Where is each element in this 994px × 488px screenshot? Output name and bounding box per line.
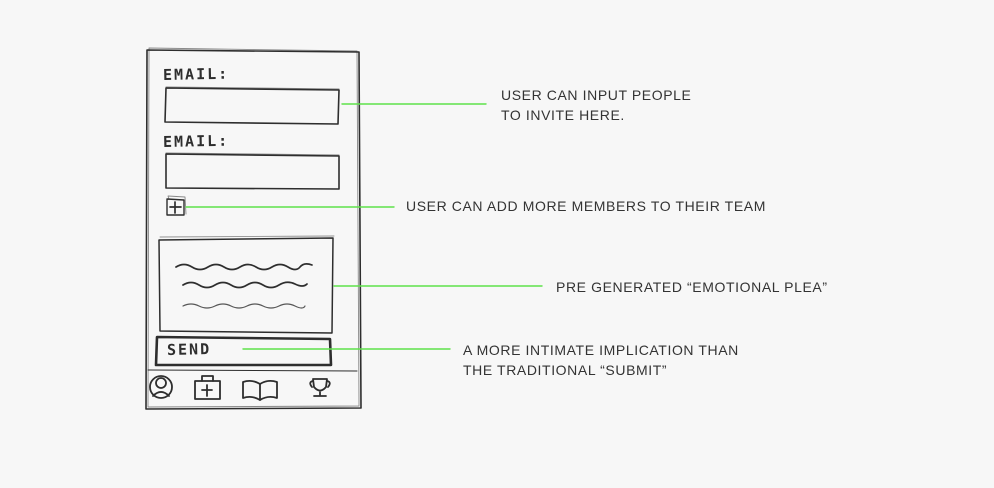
- annotation-line: TO INVITE HERE.: [501, 107, 625, 123]
- phone-frame: [145, 47, 362, 410]
- bottom-nav-divider: [147, 369, 358, 372]
- medical-kit-icon[interactable]: [194, 375, 221, 400]
- annotation-add-members: USER CAN ADD MORE MEMBERS TO THEIR TEAM: [406, 196, 766, 216]
- annotation-line: A MORE INTIMATE IMPLICATION THAN: [463, 342, 739, 358]
- email-input-1[interactable]: [164, 86, 340, 125]
- book-icon[interactable]: [242, 379, 278, 401]
- annotation-send: A MORE INTIMATE IMPLICATION THAN THE TRA…: [463, 340, 739, 380]
- annotation-invite: USER CAN INPUT PEOPLE TO INVITE HERE.: [501, 85, 692, 125]
- annotation-line: USER CAN INPUT PEOPLE: [501, 87, 692, 103]
- trophy-icon[interactable]: [309, 378, 331, 397]
- annotation-line: USER CAN ADD MORE MEMBERS TO THEIR TEAM: [406, 198, 766, 214]
- message-box[interactable]: [158, 235, 335, 334]
- plus-square-icon: [166, 198, 185, 216]
- profile-icon[interactable]: [149, 375, 173, 399]
- annotation-line: THE TRADITIONAL “SUBMIT”: [463, 362, 668, 378]
- annotation-connectors: [185, 103, 543, 350]
- email-input-2[interactable]: [165, 152, 340, 190]
- send-button-label: SEND: [166, 340, 212, 359]
- annotation-line: PRE GENERATED “EMOTIONAL PLEA”: [556, 279, 828, 295]
- email-label: EMAIL:: [162, 64, 230, 84]
- email-label: EMAIL:: [162, 131, 230, 151]
- annotation-plea: PRE GENERATED “EMOTIONAL PLEA”: [556, 277, 828, 297]
- send-button[interactable]: [154, 335, 333, 367]
- add-member-button[interactable]: [166, 195, 187, 216]
- message-scribble: [175, 263, 313, 309]
